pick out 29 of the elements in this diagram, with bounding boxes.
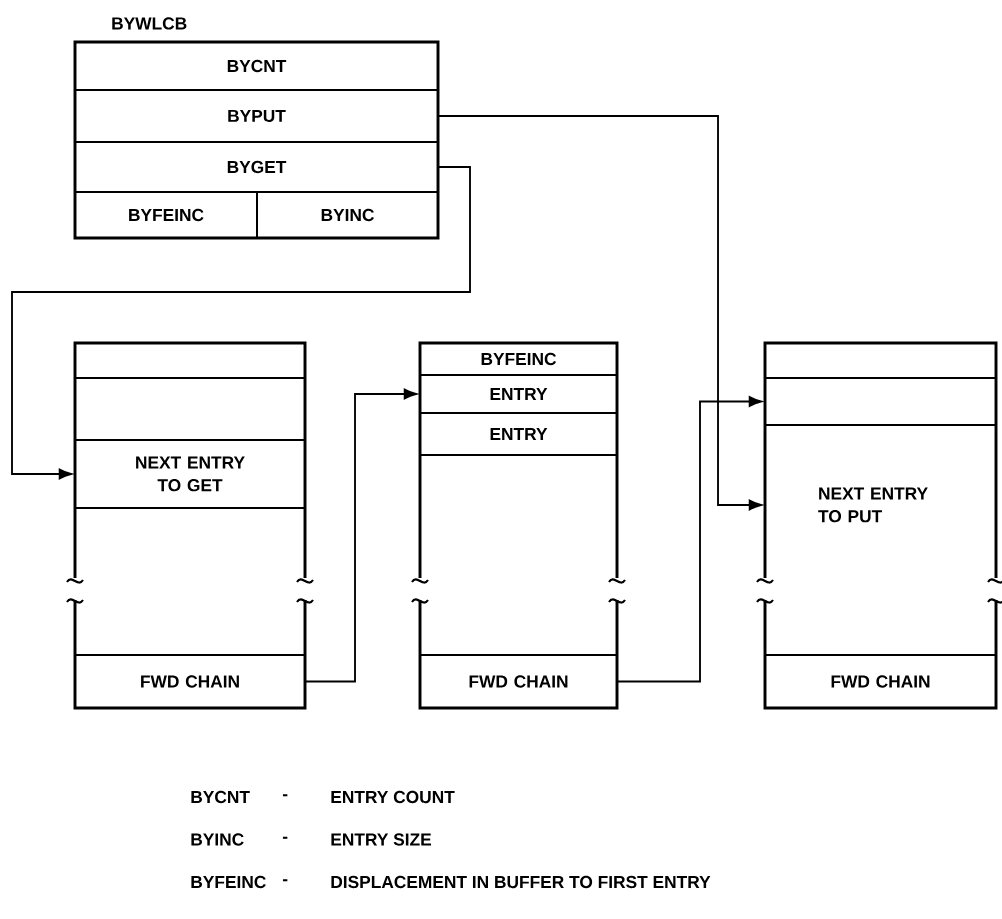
arrow (438, 115, 762, 511)
term-label: BYINC (191, 833, 244, 846)
separator-dash: - (282, 879, 288, 882)
arrow (304, 388, 417, 683)
record-field: BYCNT (74, 41, 439, 91)
record-field: FWD CHAIN (74, 654, 306, 709)
record-field: BYFEINC (74, 191, 258, 239)
record-field: NEXT ENTRY TO PUT (764, 424, 997, 656)
record-field: BYINC (256, 191, 439, 239)
separator-dash: - (282, 794, 288, 797)
definition-text: ENTRY COUNT (331, 790, 455, 804)
record-field: NEXT ENTRY TO GET (74, 439, 306, 509)
definition-text: ENTRY SIZE (331, 833, 432, 846)
record-field: BYGET (74, 141, 439, 193)
record-field: ENTRY (419, 374, 618, 414)
definition-text: DISPLACEMENT IN BUFFER TO FIRST ENTRY (331, 875, 711, 889)
record-field: BYFEINC (419, 342, 618, 376)
arrow (11, 166, 471, 480)
node-label: BYWLCB (112, 17, 187, 30)
term-label: BYCNT (191, 790, 250, 804)
record-field: FWD CHAIN (764, 654, 997, 709)
buffer-box (763, 341, 998, 710)
record-field: FWD CHAIN (419, 654, 618, 709)
separator-dash: - (282, 836, 288, 839)
term-label: BYFEINC (191, 875, 266, 889)
record-field: ENTRY (419, 412, 618, 456)
buffer-box (418, 341, 619, 710)
record-field: BYPUT (74, 89, 439, 143)
buffer-box (73, 341, 307, 710)
